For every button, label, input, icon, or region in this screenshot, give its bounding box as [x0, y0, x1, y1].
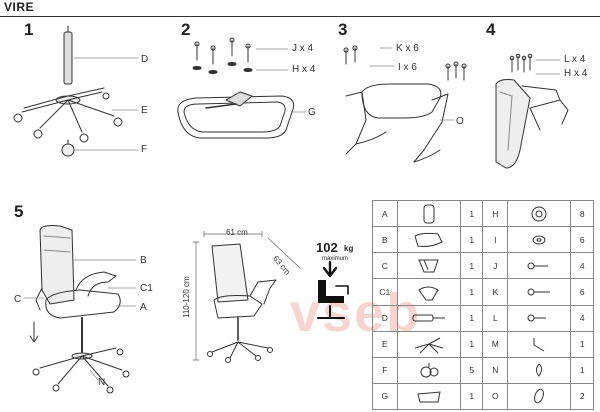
part-quantity: 1 — [459, 226, 484, 254]
part-illustration — [396, 356, 461, 384]
part-illustration — [396, 226, 461, 254]
part-quantity: 1 — [459, 382, 484, 411]
step2-seat-plate — [177, 91, 307, 139]
part-quantity: 5 — [459, 356, 484, 384]
step1-label-f: F — [141, 144, 148, 155]
part-quantity: 1 — [570, 330, 594, 358]
step5-label-n: N — [98, 377, 106, 388]
part-code: A — [372, 199, 398, 228]
step1-castor — [61, 139, 139, 157]
step3-seat-with-arms — [345, 83, 455, 163]
part-illustration — [507, 330, 572, 358]
step2-screws — [192, 37, 289, 74]
step3-label-k: K x 6 — [396, 43, 419, 54]
part-illustration — [396, 199, 461, 228]
step3-label-i: I x 6 — [398, 62, 417, 73]
step5-assembled-chair — [23, 225, 137, 394]
step1-gas-lift — [63, 25, 139, 85]
part-illustration — [507, 226, 572, 254]
part-code: M — [482, 330, 509, 358]
part-quantity: 6 — [570, 226, 594, 254]
dimension-chair-drawing — [192, 230, 301, 363]
part-illustration — [396, 304, 461, 332]
part-code: I — [482, 226, 509, 254]
part-illustration — [507, 278, 572, 306]
part-illustration — [396, 252, 461, 280]
step4-label-l: L x 4 — [564, 54, 586, 65]
step2-label-j: J x 4 — [292, 43, 314, 54]
step2-label-g: G — [308, 107, 316, 118]
dimension-width: 61 cm — [226, 228, 248, 237]
step2-label-h: H x 4 — [292, 64, 316, 75]
part-illustration — [396, 382, 461, 411]
step5-label-c: C — [14, 294, 22, 305]
step3-screws — [343, 45, 467, 81]
step-number-1: 1 — [24, 20, 34, 39]
part-quantity: 1 — [459, 252, 484, 280]
part-code: J — [482, 252, 509, 280]
step-number-2: 2 — [181, 20, 191, 39]
part-code: D — [372, 304, 398, 332]
step1-star-base — [13, 87, 139, 143]
step1-label-d: D — [141, 54, 149, 65]
part-code: F — [372, 356, 398, 384]
part-code: C — [372, 252, 398, 280]
part-quantity: 1 — [459, 278, 484, 306]
step5-label-b: B — [140, 255, 147, 266]
step3-label-o: O — [456, 116, 464, 127]
max-weight-value: 102 — [316, 240, 338, 255]
step-number-5: 5 — [14, 202, 24, 221]
max-weight-icon — [317, 260, 349, 319]
part-illustration — [396, 278, 461, 306]
part-code: K — [482, 278, 509, 306]
step5-label-a: A — [140, 302, 147, 313]
step4-backrest — [495, 79, 569, 169]
part-quantity: 1 — [459, 199, 484, 228]
part-quantity: 4 — [570, 304, 594, 332]
part-quantity: 8 — [570, 199, 594, 228]
part-quantity: 1 — [459, 330, 484, 358]
part-quantity: 4 — [570, 252, 594, 280]
part-quantity: 6 — [570, 278, 594, 306]
part-code: G — [372, 382, 398, 411]
part-code: E — [372, 330, 398, 358]
part-code: H — [482, 199, 509, 228]
part-code: O — [482, 382, 509, 411]
part-quantity: 1 — [459, 304, 484, 332]
part-illustration — [507, 356, 572, 384]
title-bar: VIRE — [0, 0, 600, 17]
part-quantity: 2 — [570, 382, 594, 411]
part-code: B — [372, 226, 398, 254]
step4-label-h: H x 4 — [564, 68, 588, 79]
part-code: C1 — [372, 278, 398, 306]
document-title: VIRE — [4, 0, 35, 14]
part-illustration — [507, 252, 572, 280]
step1-label-e: E — [141, 105, 148, 116]
part-code: N — [482, 356, 509, 384]
max-weight-caption: maximum — [322, 256, 349, 262]
part-code: L — [482, 304, 509, 332]
step5-label-c1: C1 — [140, 283, 153, 294]
part-illustration — [507, 199, 572, 228]
part-illustration — [507, 382, 572, 411]
max-weight-unit: kg — [344, 244, 354, 253]
step-number-3: 3 — [338, 20, 348, 39]
step4-screws — [509, 53, 561, 75]
part-illustration — [396, 330, 461, 358]
part-quantity: 1 — [570, 356, 594, 384]
part-illustration — [507, 304, 572, 332]
step-number-4: 4 — [486, 20, 496, 39]
